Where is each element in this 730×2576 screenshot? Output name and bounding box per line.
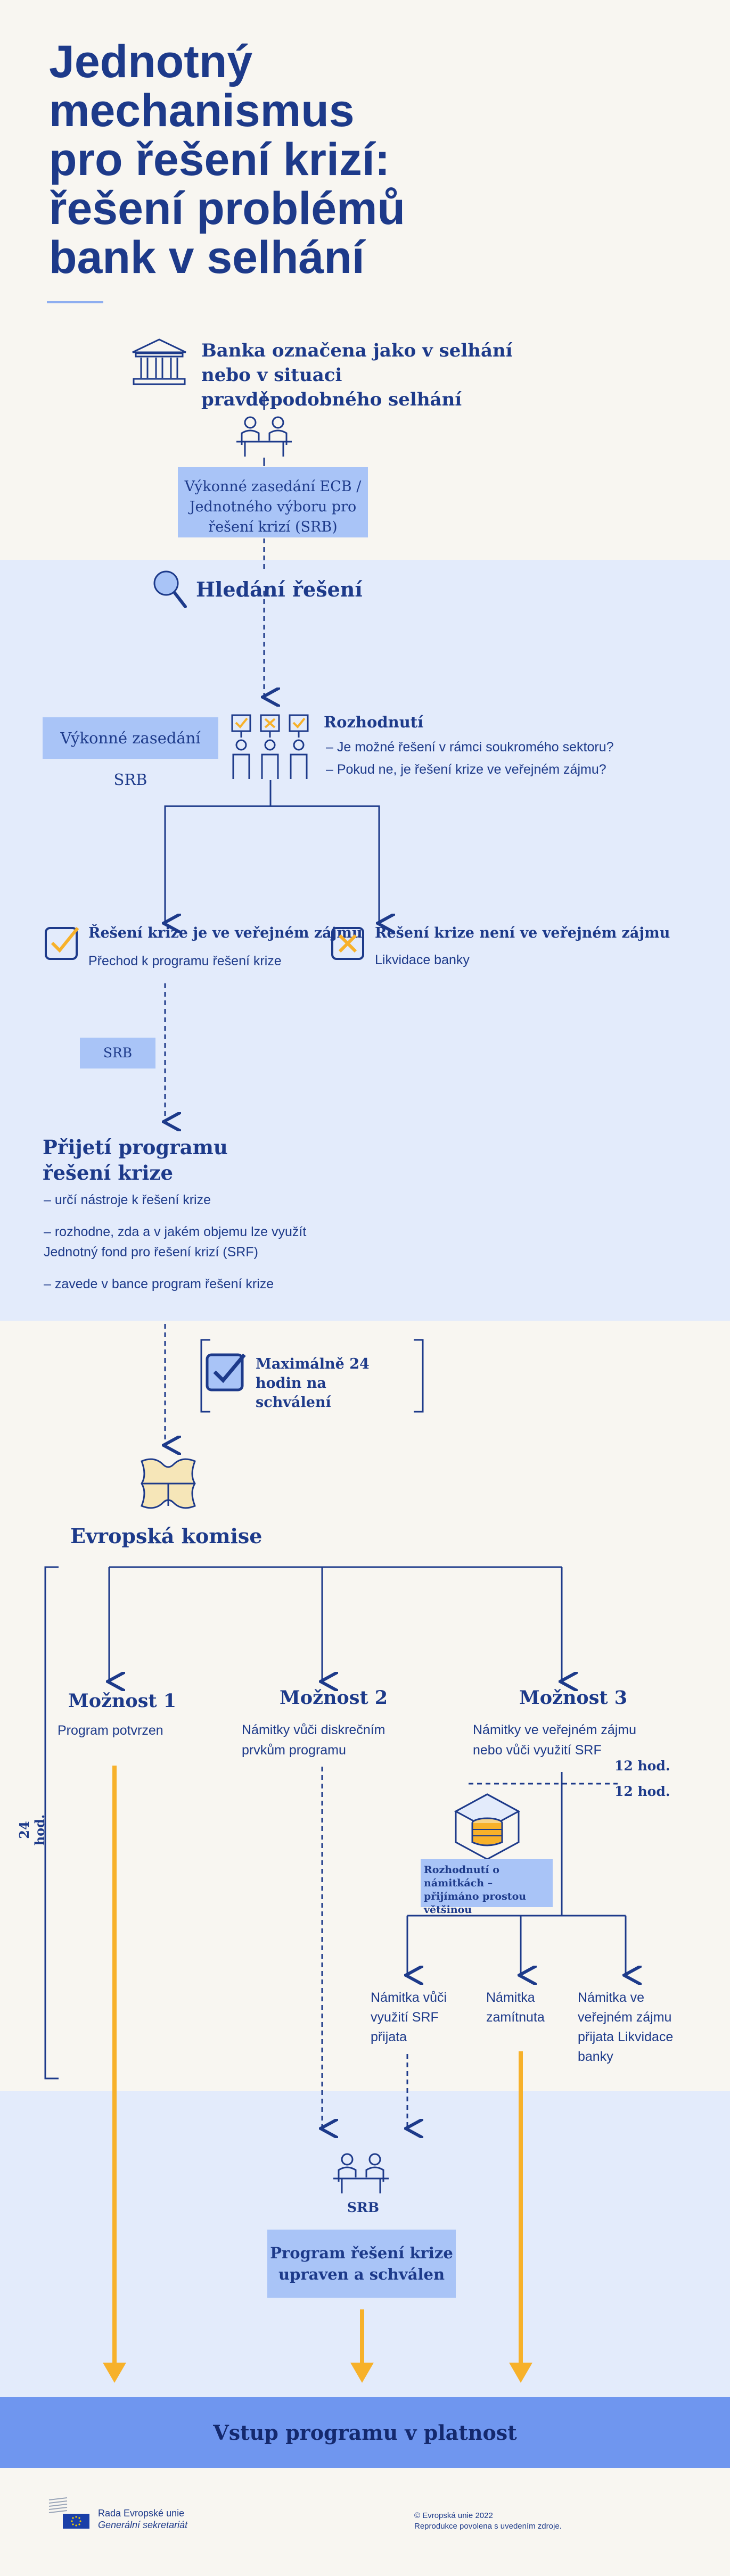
srb-exec-box: Výkonné zasedání SRB — [43, 717, 218, 789]
hours-12-label: 12 hod. — [614, 1758, 670, 1774]
title-line: Jednotný — [49, 36, 253, 87]
outcome-1: Námitka vůči využití SRF přijata — [371, 1990, 447, 2044]
council-decision-box: Rozhodnutí o námitkách – přijímáno prost… — [421, 1859, 553, 1916]
title-line: mechanismus — [49, 85, 355, 136]
adoption-heading: Přijetí programu řešení krize — [43, 1136, 228, 1185]
title-line: pro řešení krizí: — [49, 134, 390, 185]
no-public-interest-heading: Řešení krize není ve veřejném zájmu — [375, 925, 670, 941]
srb-small-box: SRB — [80, 1038, 155, 1068]
cross-box-icon — [330, 925, 367, 962]
srb-bottom-label: SRB — [347, 2200, 379, 2215]
outcome-3: Námitka ve veřejném zájmu přijata Likvid… — [578, 1990, 674, 2064]
option-3-text: Námitky ve veřejném zájmu nebo vůči využ… — [473, 1722, 637, 1758]
footer-copyright-line: © Evropská unie 2022 — [414, 2511, 493, 2520]
hours-12-label: 12 hod. — [614, 1784, 670, 1799]
bank-icon — [130, 337, 188, 386]
meeting-icon — [331, 2151, 391, 2194]
adoption-item: – zavede v bance program řešení krize — [44, 1277, 274, 1291]
hours-24-label: 24 hod. — [17, 1814, 47, 1846]
option-1-text: Program potvrzen — [58, 1723, 163, 1738]
footer-org-line: Generální sekretariát — [98, 2520, 188, 2530]
title-line: bank v selhání — [49, 232, 365, 283]
outcome-2: Námitka zamítnuta — [486, 1990, 545, 2025]
program-approved-box: Program řešení krize upraven a schválen — [267, 2230, 456, 2298]
public-interest-text: Přechod k programu řešení krize — [88, 954, 282, 968]
search-icon — [151, 568, 188, 611]
bank-label: Banka označena jako v selhání nebo v sit… — [201, 340, 513, 410]
coin-jar-icon — [453, 1792, 522, 1861]
commission-heading: Evropská komise — [70, 1524, 263, 1548]
max-hours-label: Maximálně 24 hodin na schválení — [256, 1356, 370, 1411]
option-2-heading: Možnost 2 — [280, 1687, 388, 1709]
decision-item: – Pokud ne, je řešení krize ve veřejném … — [326, 762, 606, 777]
option-3-heading: Možnost 3 — [519, 1687, 628, 1709]
adoption-list: – určí nástroje k řešení krize – rozhodn… — [44, 1190, 352, 1294]
option-2-text: Námitky vůči diskrečním prvkům programu — [242, 1722, 385, 1758]
no-public-interest-text: Likvidace banky — [375, 952, 470, 967]
adoption-item: – určí nástroje k řešení krize — [44, 1192, 211, 1207]
footer-copyright: © Evropská unie 2022 Reprodukce povolena… — [414, 2511, 562, 2532]
title-divider — [47, 301, 103, 303]
meeting-icon — [234, 414, 294, 458]
check-box-icon — [205, 1351, 248, 1393]
decision-item: – Je možné řešení v rámci soukromého sek… — [326, 740, 614, 755]
footer-org: Rada Evropské unie Generální sekretariát — [98, 2507, 187, 2531]
footer-org-line: Rada Evropské unie — [98, 2508, 185, 2519]
footer-copyright-line: Reprodukce povolena s uvedením zdroje. — [414, 2522, 562, 2531]
title-line: řešení problémů — [49, 183, 406, 234]
puzzle-icon — [136, 1454, 200, 1513]
public-interest-heading: Řešení krize je ve veřejném zájmu — [88, 925, 363, 941]
check-box-icon — [44, 925, 81, 962]
band-search — [0, 560, 730, 1321]
entry-bar — [0, 2397, 730, 2468]
ecb-srb-box: Výkonné zasedání ECB / Jednotného výboru… — [178, 467, 368, 537]
page-title: Jednotný mechanismus pro řešení krizí: ř… — [49, 37, 528, 282]
decision-heading: Rozhodnutí — [324, 713, 424, 731]
voting-icon — [229, 712, 312, 781]
entry-label: Vstup programu v platnost — [213, 2421, 517, 2445]
eu-flag-icon — [46, 2496, 92, 2530]
adoption-item: – rozhodne, zda a v jakém objemu lze vyu… — [44, 1224, 307, 1260]
decision-list: – Je možné řešení v rámci soukromého sek… — [326, 736, 699, 781]
search-heading: Hledání řešení — [196, 577, 363, 601]
option-1-heading: Možnost 1 — [68, 1690, 177, 1712]
